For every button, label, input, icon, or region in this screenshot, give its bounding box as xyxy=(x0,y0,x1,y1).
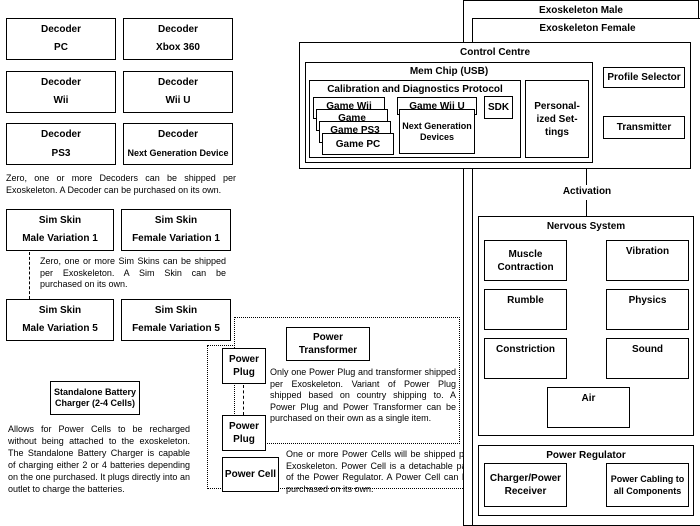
power-plug-1: Power Plug xyxy=(222,348,266,384)
decoder-next-gen: Decoder Next Generation Device xyxy=(123,123,233,165)
exoskeleton-male-title: Exoskeleton Male xyxy=(539,5,623,16)
physics: Physics xyxy=(606,289,689,330)
nervous-item-label: Physics xyxy=(628,295,667,306)
exoskeleton-female-title: Exoskeleton Female xyxy=(539,23,636,34)
decoder-title: Decoder xyxy=(40,129,81,140)
sim-skin-title: Sim Skin xyxy=(154,305,198,316)
decoder-title: Decoder xyxy=(40,24,81,35)
sim-skin-male-5: Sim Skin Male Variation 5 xyxy=(6,299,114,341)
power-cabling-label: Power Cabling to all Components xyxy=(610,474,685,496)
sound: Sound xyxy=(606,338,689,379)
power-cabling: Power Cabling to all Components xyxy=(606,463,689,507)
decoder-title: Decoder xyxy=(157,129,198,140)
game-label: Game xyxy=(338,113,366,124)
decoder-name: PS3 xyxy=(51,148,71,159)
sim-skin-name: Male Variation 1 xyxy=(22,233,98,244)
power-region-top xyxy=(207,345,235,346)
game-label: Game Wii xyxy=(326,101,372,112)
nervous-item-label: Constriction xyxy=(496,344,555,355)
decoder-title: Decoder xyxy=(157,24,198,35)
power-regulator-title: Power Regulator xyxy=(546,450,626,461)
profile-selector: Profile Selector xyxy=(603,67,685,88)
next-gen-devices: Next Generation Devices xyxy=(399,109,475,154)
transmitter: Transmitter xyxy=(603,116,685,139)
sim-skin-note: Zero, one or more Sim Skins can be shipp… xyxy=(40,256,226,289)
nervous-item-label: Muscle Contraction xyxy=(497,248,554,273)
control-centre-title: Control Centre xyxy=(460,47,530,58)
sim-skin-title: Sim Skin xyxy=(38,215,82,226)
decoder-name: PC xyxy=(54,42,68,53)
power-plug-2: Power Plug xyxy=(222,415,266,451)
nervous-item-label: Air xyxy=(581,393,596,404)
nervous-item-label: Vibration xyxy=(625,246,670,257)
sim-skin-name: Female Variation 5 xyxy=(132,323,220,334)
sim-skin-title: Sim Skin xyxy=(38,305,82,316)
game-label: Game PS3 xyxy=(330,125,380,136)
decoder-xbox360: Decoder Xbox 360 xyxy=(123,18,233,60)
air: Air xyxy=(547,387,630,428)
power-plug-connector xyxy=(243,385,244,415)
transmitter-label: Transmitter xyxy=(616,122,672,133)
next-gen-devices-label: Next Generation Devices xyxy=(402,120,472,142)
power-plug-label: Power Plug xyxy=(228,421,259,445)
charger-power-receiver: Charger/Power Receiver xyxy=(484,463,567,507)
profile-selector-label: Profile Selector xyxy=(607,72,681,83)
decoder-wiiu: Decoder Wii U xyxy=(123,71,233,113)
game-label: Game Wii U xyxy=(409,100,465,112)
game-pc: Game PC xyxy=(322,133,394,155)
decoder-name: Xbox 360 xyxy=(156,42,200,53)
power-plug-label: Power Plug xyxy=(228,354,259,378)
charger-receiver-label: Charger/Power Receiver xyxy=(489,473,562,497)
power-cell-region xyxy=(207,345,475,489)
constriction: Constriction xyxy=(484,338,567,379)
mem-chip-title: Mem Chip (USB) xyxy=(409,66,489,77)
battery-charger-label: Standalone Battery Charger (2-4 Cells) xyxy=(53,387,137,408)
personalized-settings: Personal-ized Set-tings xyxy=(525,80,589,158)
power-plug-note: Only one Power Plug and transformer ship… xyxy=(270,367,456,423)
battery-note: Allows for Power Cells to be recharged w… xyxy=(8,424,190,494)
personalized-label: Personal-ized Set-tings xyxy=(534,100,580,138)
sim-skin-title: Sim Skin xyxy=(154,215,198,226)
power-cell-label: Power Cell xyxy=(224,469,277,480)
sim-skin-female-1: Sim Skin Female Variation 1 xyxy=(121,209,231,251)
nervous-system-title: Nervous System xyxy=(546,221,626,232)
power-cell-note: One or more Power Cells will be shipped … xyxy=(286,449,472,494)
sdk-label: SDK xyxy=(487,102,510,113)
battery-charger: Standalone Battery Charger (2-4 Cells) xyxy=(50,381,140,415)
activation-line-top xyxy=(586,169,587,185)
vibration: Vibration xyxy=(606,240,689,281)
activation-label: Activation xyxy=(562,186,612,197)
decoder-name: Next Generation Device xyxy=(127,148,229,158)
decoder-ps3: Decoder PS3 xyxy=(6,123,116,165)
nervous-item-label: Sound xyxy=(631,344,664,355)
power-transformer: Power Transformer xyxy=(286,327,370,361)
rumble: Rumble xyxy=(484,289,567,330)
decoder-pc: Decoder PC xyxy=(6,18,116,60)
activation-line-bottom xyxy=(586,200,587,216)
sim-skin-female-5: Sim Skin Female Variation 5 xyxy=(121,299,231,341)
calibration-title: Calibration and Diagnostics Protocol xyxy=(327,84,503,95)
sim-skin-name: Male Variation 5 xyxy=(22,323,98,334)
nervous-item-label: Rumble xyxy=(507,295,544,306)
muscle-contraction: Muscle Contraction xyxy=(484,240,567,281)
power-transformer-label: Power Transformer xyxy=(298,332,358,356)
decoder-title: Decoder xyxy=(157,77,198,88)
decoder-title: Decoder xyxy=(40,77,81,88)
sim-skin-connector xyxy=(29,252,30,299)
decoder-note: Zero, one or more Decoders can be shippe… xyxy=(6,173,236,195)
decoder-name: Wii U xyxy=(165,95,191,106)
power-cell: Power Cell xyxy=(222,457,279,492)
sim-skin-male-1: Sim Skin Male Variation 1 xyxy=(6,209,114,251)
sim-skin-name: Female Variation 1 xyxy=(132,233,220,244)
sdk: SDK xyxy=(484,96,513,119)
decoder-wii: Decoder Wii xyxy=(6,71,116,113)
decoder-name: Wii xyxy=(53,95,69,106)
game-label: Game PC xyxy=(335,138,381,150)
